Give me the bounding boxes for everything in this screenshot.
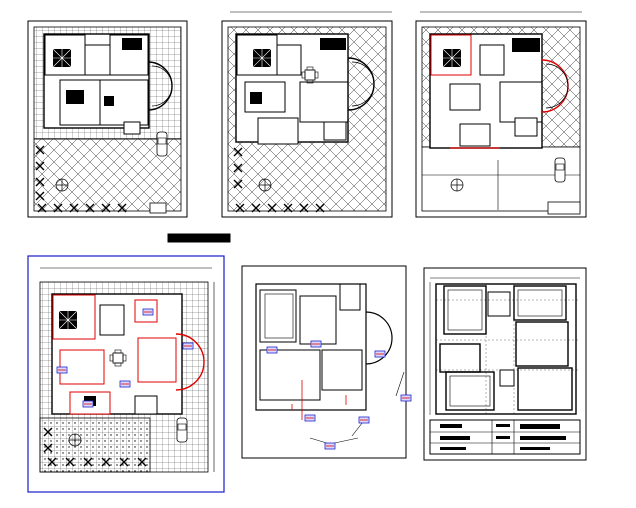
electrical-layout (27, 255, 225, 493)
first-floor-layout (221, 11, 393, 218)
car-icon (176, 417, 188, 443)
bed-icon (442, 48, 462, 68)
car-icon (554, 157, 566, 183)
bed-icon (252, 48, 272, 68)
tree-icon (55, 178, 69, 192)
terrace-floor-layout (415, 11, 587, 218)
bed-icon (58, 310, 78, 330)
structural-layout (423, 267, 587, 461)
plumbing-layout (241, 265, 412, 459)
tree-icon (258, 178, 272, 192)
ground-floor-layout (27, 20, 188, 218)
bed-icon (52, 48, 72, 68)
car-icon (156, 131, 168, 157)
scale-bar (167, 233, 231, 243)
title-block (429, 419, 581, 455)
tree-icon (68, 433, 82, 447)
tree-icon (450, 178, 464, 192)
